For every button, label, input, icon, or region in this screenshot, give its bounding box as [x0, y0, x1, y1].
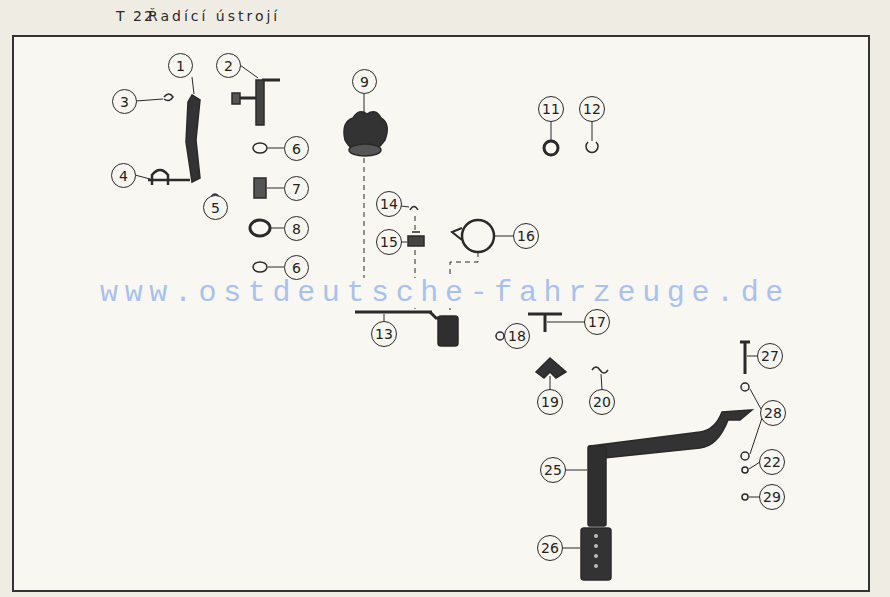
callout-number: 5	[211, 201, 220, 215]
callout-circle: 4	[111, 163, 136, 188]
callout-number: 19	[541, 395, 559, 409]
callout-number: 16	[517, 229, 535, 243]
callout-number: 14	[380, 197, 398, 211]
callout-circle: 9	[352, 69, 377, 94]
callout-circle: 8	[284, 216, 309, 241]
callout-circle: 5	[203, 195, 228, 220]
callout-circle: 25	[540, 457, 566, 483]
callout-circle: 17	[584, 309, 610, 335]
callout-circle: 1	[168, 53, 193, 78]
watermark: www.ostdeutsche-fahrzeuge.de	[100, 278, 790, 308]
callout-circle: 6	[284, 255, 309, 280]
callout-number: 18	[508, 329, 526, 343]
callout-circle: 3	[112, 89, 137, 114]
callout-number: 15	[380, 235, 398, 249]
callout-circle: 22	[759, 449, 785, 475]
callout-number: 29	[763, 490, 781, 504]
callout-number: 22	[763, 455, 781, 469]
callout-number: 3	[120, 95, 129, 109]
callout-number: 27	[761, 349, 779, 363]
callout-number: 12	[583, 102, 601, 116]
callout-number: 11	[542, 102, 560, 116]
callout-circle: 29	[759, 484, 785, 510]
callout-circle: 11	[538, 96, 564, 122]
callout-circle: 12	[579, 96, 605, 122]
callout-circle: 20	[589, 389, 615, 415]
callout-number: 13	[375, 327, 393, 341]
callout-circle: 7	[284, 176, 309, 201]
callout-number: 7	[292, 182, 301, 196]
callout-circle: 19	[537, 389, 563, 415]
page-code: T 22	[116, 8, 155, 24]
callout-number: 2	[224, 59, 233, 73]
callout-number: 25	[544, 463, 562, 477]
callout-circle: 6	[284, 136, 309, 161]
callout-circle: 28	[760, 400, 786, 426]
callout-circle: 14	[376, 191, 402, 217]
callout-number: 6	[292, 261, 301, 275]
callout-number: 28	[764, 406, 782, 420]
callout-circle: 18	[504, 323, 530, 349]
callout-circle: 26	[537, 535, 563, 561]
callout-circle: 13	[371, 321, 397, 347]
callout-number: 6	[292, 142, 301, 156]
page-title: Řadící ústrojí	[148, 8, 280, 24]
callout-number: 20	[593, 395, 611, 409]
callout-number: 1	[176, 59, 185, 73]
callout-circle: 27	[757, 343, 783, 369]
callout-number: 9	[360, 75, 369, 89]
callout-circle: 2	[216, 53, 241, 78]
callout-number: 8	[292, 222, 301, 236]
callout-circle: 15	[376, 229, 402, 255]
callout-number: 17	[588, 315, 606, 329]
callout-number: 26	[541, 541, 559, 555]
callout-number: 4	[119, 169, 128, 183]
callout-circle: 16	[513, 223, 539, 249]
